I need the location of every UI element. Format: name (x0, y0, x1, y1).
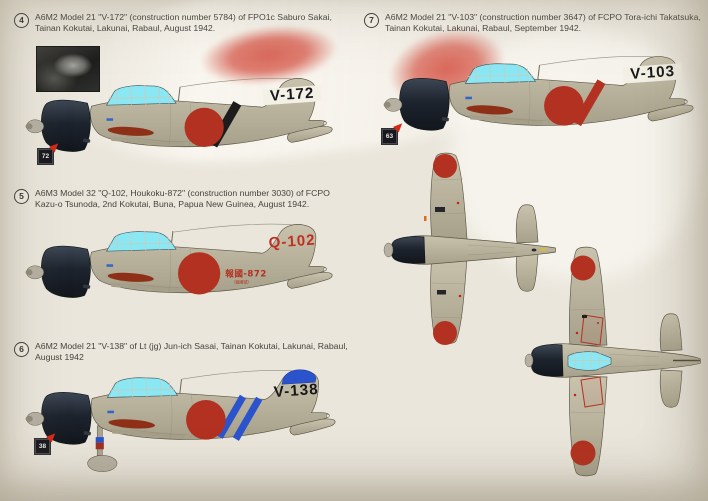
caption-4-text: A6M2 Model 21 "V-172" (construction numb… (35, 12, 332, 34)
blue-stencil-mark (465, 96, 472, 100)
spinner-cap (25, 269, 33, 276)
aircraft-profile-q102: 報國-872 （報國號） Q-102 (25, 223, 333, 298)
canopy-frames (109, 377, 175, 397)
exhaust (83, 431, 91, 436)
hinomaru (544, 86, 584, 126)
tail-light (323, 121, 327, 126)
caption-4: 4 A6M2 Model 21 "V-172" (construction nu… (14, 12, 332, 34)
wing-fairing-red (108, 419, 156, 429)
engine-cowling (41, 99, 91, 152)
canopy-frames (108, 231, 173, 251)
tail-code-v103: V-103 (630, 63, 676, 83)
caption-6-number: 6 (14, 342, 29, 357)
engine-cowling (531, 344, 564, 377)
houkoku-marking-sub: （報國號） (231, 278, 251, 284)
fin-band-blue (281, 369, 317, 385)
stencil-dot-red (456, 201, 460, 205)
stabilizer-upper (515, 204, 539, 244)
aircraft-profile-v103: V-103 (383, 56, 694, 131)
exhaust (83, 284, 91, 289)
stabilizer-upper (659, 313, 683, 352)
stencil-orange (424, 216, 427, 221)
stencil-dot-red-3 (597, 322, 599, 324)
color-chip-38-label: 38 (38, 443, 47, 450)
canopy-frames (568, 351, 611, 370)
pylon-band-blue (95, 437, 104, 443)
hatch-dark (435, 207, 445, 212)
tail-light (683, 99, 688, 104)
caption-7-number: 7 (364, 13, 379, 28)
caption-4-number: 4 (14, 13, 29, 28)
aircraft-profile-v172: V-172 (25, 77, 333, 152)
tail-light (323, 267, 327, 272)
caption-5-number: 5 (14, 189, 29, 204)
plan-view-topside (524, 246, 701, 477)
canopy (106, 377, 179, 398)
aircraft-profile-v138: V-138 (25, 369, 336, 472)
fuselage (530, 343, 701, 378)
drop-tank (87, 455, 118, 472)
engine-cowling (41, 392, 92, 445)
tail-code-q102: Q-102 (268, 232, 316, 252)
color-chip-72-label: 72 (41, 153, 50, 160)
caption-4-line1: A6M2 Model 21 "V-172" (construction numb… (35, 12, 332, 22)
wing-root (109, 282, 185, 292)
houkoku-marking: 報國-872 (225, 267, 267, 279)
pylon-band-red (95, 442, 104, 450)
color-chip-63-label: 63 (385, 133, 394, 140)
caption-6-line2: August 1942 (35, 352, 84, 362)
hinomaru-lower-wing (433, 321, 457, 345)
spinner-cap (383, 101, 391, 108)
hinomaru-lower-wing (570, 440, 596, 466)
canopy (105, 231, 177, 252)
wing-fairing-red (107, 272, 154, 282)
caption-7-line2: Tainan Kokutai, Lakunai, Rabaul, Septemb… (385, 23, 582, 33)
caption-4-line2: Tainan Kokutai, Lakunai, Rabaul, August … (35, 23, 216, 33)
spinner-cap (25, 415, 33, 422)
hatch-dark-2 (437, 290, 446, 295)
hinomaru (184, 107, 224, 147)
spinner-cap (25, 123, 33, 130)
caption-5: 5 A6M3 Model 32 "Q-102, Houkoku-872" (co… (14, 188, 330, 210)
caption-6-text: A6M2 Model 21 "V-138" of Lt (jg) Jun-ich… (35, 341, 348, 363)
caption-5-line1: A6M3 Model 32 "Q-102, Houkoku-872" (cons… (35, 188, 330, 198)
panel-lines (569, 308, 660, 414)
blue-stencil-mark (106, 118, 114, 121)
color-chip-38: 38 (34, 430, 59, 455)
antenna-wire (173, 223, 300, 233)
stencil-dot-red-2 (458, 294, 462, 298)
tail-code-v138: V-138 (273, 381, 319, 401)
fuselage-stripe-blue-2 (232, 396, 263, 441)
stencil-dot-red (575, 331, 579, 335)
caption-5-text: A6M3 Model 32 "Q-102, Houkoku-872" (cons… (35, 188, 330, 210)
color-chip-63: 63 (381, 120, 406, 145)
engine-cowling (41, 245, 91, 298)
tail-light (325, 413, 330, 418)
hatch-dark (582, 315, 587, 318)
color-chip-72: 72 (37, 140, 62, 165)
caption-7-line1: A6M2 Model 21 "V-103" (construction numb… (385, 12, 701, 22)
caption-6-line1: A6M2 Model 21 "V-138" of Lt (jg) Jun-ich… (35, 341, 348, 351)
caption-7: 7 A6M2 Model 21 "V-103" (construction nu… (364, 12, 701, 34)
engine-cowling (399, 78, 450, 131)
hinomaru (177, 252, 221, 295)
caption-5-line2: Kazu-o Tsunoda, 2nd Kokutai, Buna, Papua… (35, 199, 310, 209)
engine-cowling (391, 236, 426, 264)
spinner (383, 242, 394, 258)
flap-outline-upper (580, 314, 604, 346)
hinomaru-upper-wing (433, 154, 457, 178)
stencil-dot-red-2 (573, 393, 577, 397)
blue-stencil-mark (107, 410, 114, 414)
flap-outline-lower (580, 376, 604, 408)
tail-code-v172: V-172 (269, 85, 315, 105)
hinomaru (186, 400, 226, 440)
hinomaru-upper-wing (570, 255, 596, 281)
wing-root (110, 428, 186, 439)
caption-6: 6 A6M2 Model 21 "V-138" of Lt (jg) Jun-i… (14, 341, 348, 363)
spinner (524, 353, 534, 368)
caption-7-text: A6M2 Model 21 "V-103" (construction numb… (385, 12, 701, 34)
stabilizer-lower (659, 369, 683, 408)
blue-stencil-mark (106, 264, 114, 267)
